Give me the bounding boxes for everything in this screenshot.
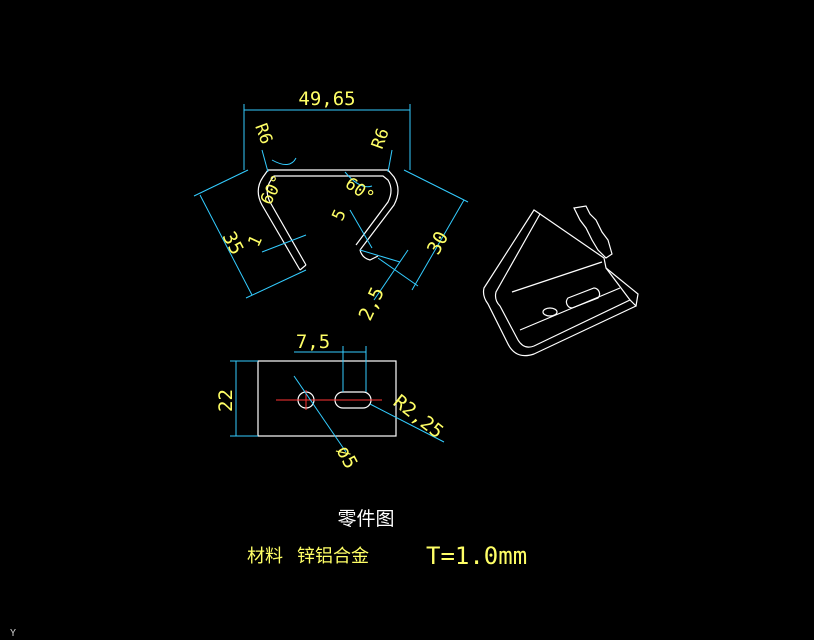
dim-tab-left-leader <box>261 234 307 253</box>
iso-view-outer <box>482 209 638 357</box>
dim-len-left-line <box>199 194 253 296</box>
dim-angle-right-arc <box>344 171 373 188</box>
dim-radius-left-label: R6 <box>250 121 276 147</box>
material-label: 材料 <box>247 546 283 567</box>
iso-view-side <box>605 267 639 307</box>
dim-tab-right-leader <box>349 209 373 249</box>
front-view-tab-right <box>359 249 379 261</box>
iso-view-fold-line <box>511 261 603 293</box>
dim-hole-label: ø5 <box>332 442 362 473</box>
iso-view-hole <box>542 307 558 317</box>
dim-slot-radius-leader <box>369 403 445 443</box>
dim-radius-right-leader <box>387 149 393 173</box>
iso-view-slot <box>565 287 601 309</box>
dim-len-left-label: 35 <box>218 228 248 259</box>
dim-len-right-line <box>411 199 465 291</box>
dim-len-right-ext1 <box>403 169 469 203</box>
dim-height-label: 22 <box>215 389 237 412</box>
dim-angle-right-label: 60° <box>341 174 378 208</box>
dim-len-right-label: 30 <box>423 228 453 259</box>
front-view-tab-left <box>299 264 307 271</box>
front-view-outline-outer <box>257 169 399 271</box>
dim-tab-right-label: 5 <box>328 206 350 224</box>
dim-radius-left-leader <box>261 149 269 173</box>
flat-view-slot <box>334 391 372 409</box>
thickness-label: T=1.0mm <box>426 542 527 570</box>
front-view: 49,65 R6 R6 60° 60° 35 1 30 5 2,5 <box>193 88 469 324</box>
dim-offset-right-label: 2,5 <box>355 284 389 324</box>
dim-width-label: 49,65 <box>298 88 355 110</box>
dim-angle-left-arc <box>271 157 297 165</box>
iso-view <box>482 205 639 357</box>
dim-slot-offset-label: 7,5 <box>296 331 330 353</box>
corner-axis-mark: Y <box>10 628 16 639</box>
drawing-title: 零件图 <box>337 508 394 530</box>
iso-view-top-flange <box>573 205 613 259</box>
front-view-outline-inner <box>266 175 392 266</box>
flat-view: 7,5 22 ø5 R2,25 <box>215 331 448 473</box>
iso-view-inner-edge <box>519 287 621 331</box>
dim-len-right-ext2 <box>377 257 419 287</box>
material-value: 锌铝合金 <box>297 546 369 567</box>
dim-offset-right-line <box>373 249 409 301</box>
dim-radius-right-label: R6 <box>368 126 394 152</box>
dim-len-left-ext1 <box>193 169 249 197</box>
dim-slot-radius-label: R2,25 <box>389 391 448 444</box>
dim-offset-right-ext <box>359 249 401 263</box>
iso-view-back-plate <box>539 213 631 301</box>
flat-view-outline <box>257 360 397 437</box>
dim-len-left-ext2 <box>245 269 307 299</box>
dim-hole-leader <box>293 375 347 453</box>
